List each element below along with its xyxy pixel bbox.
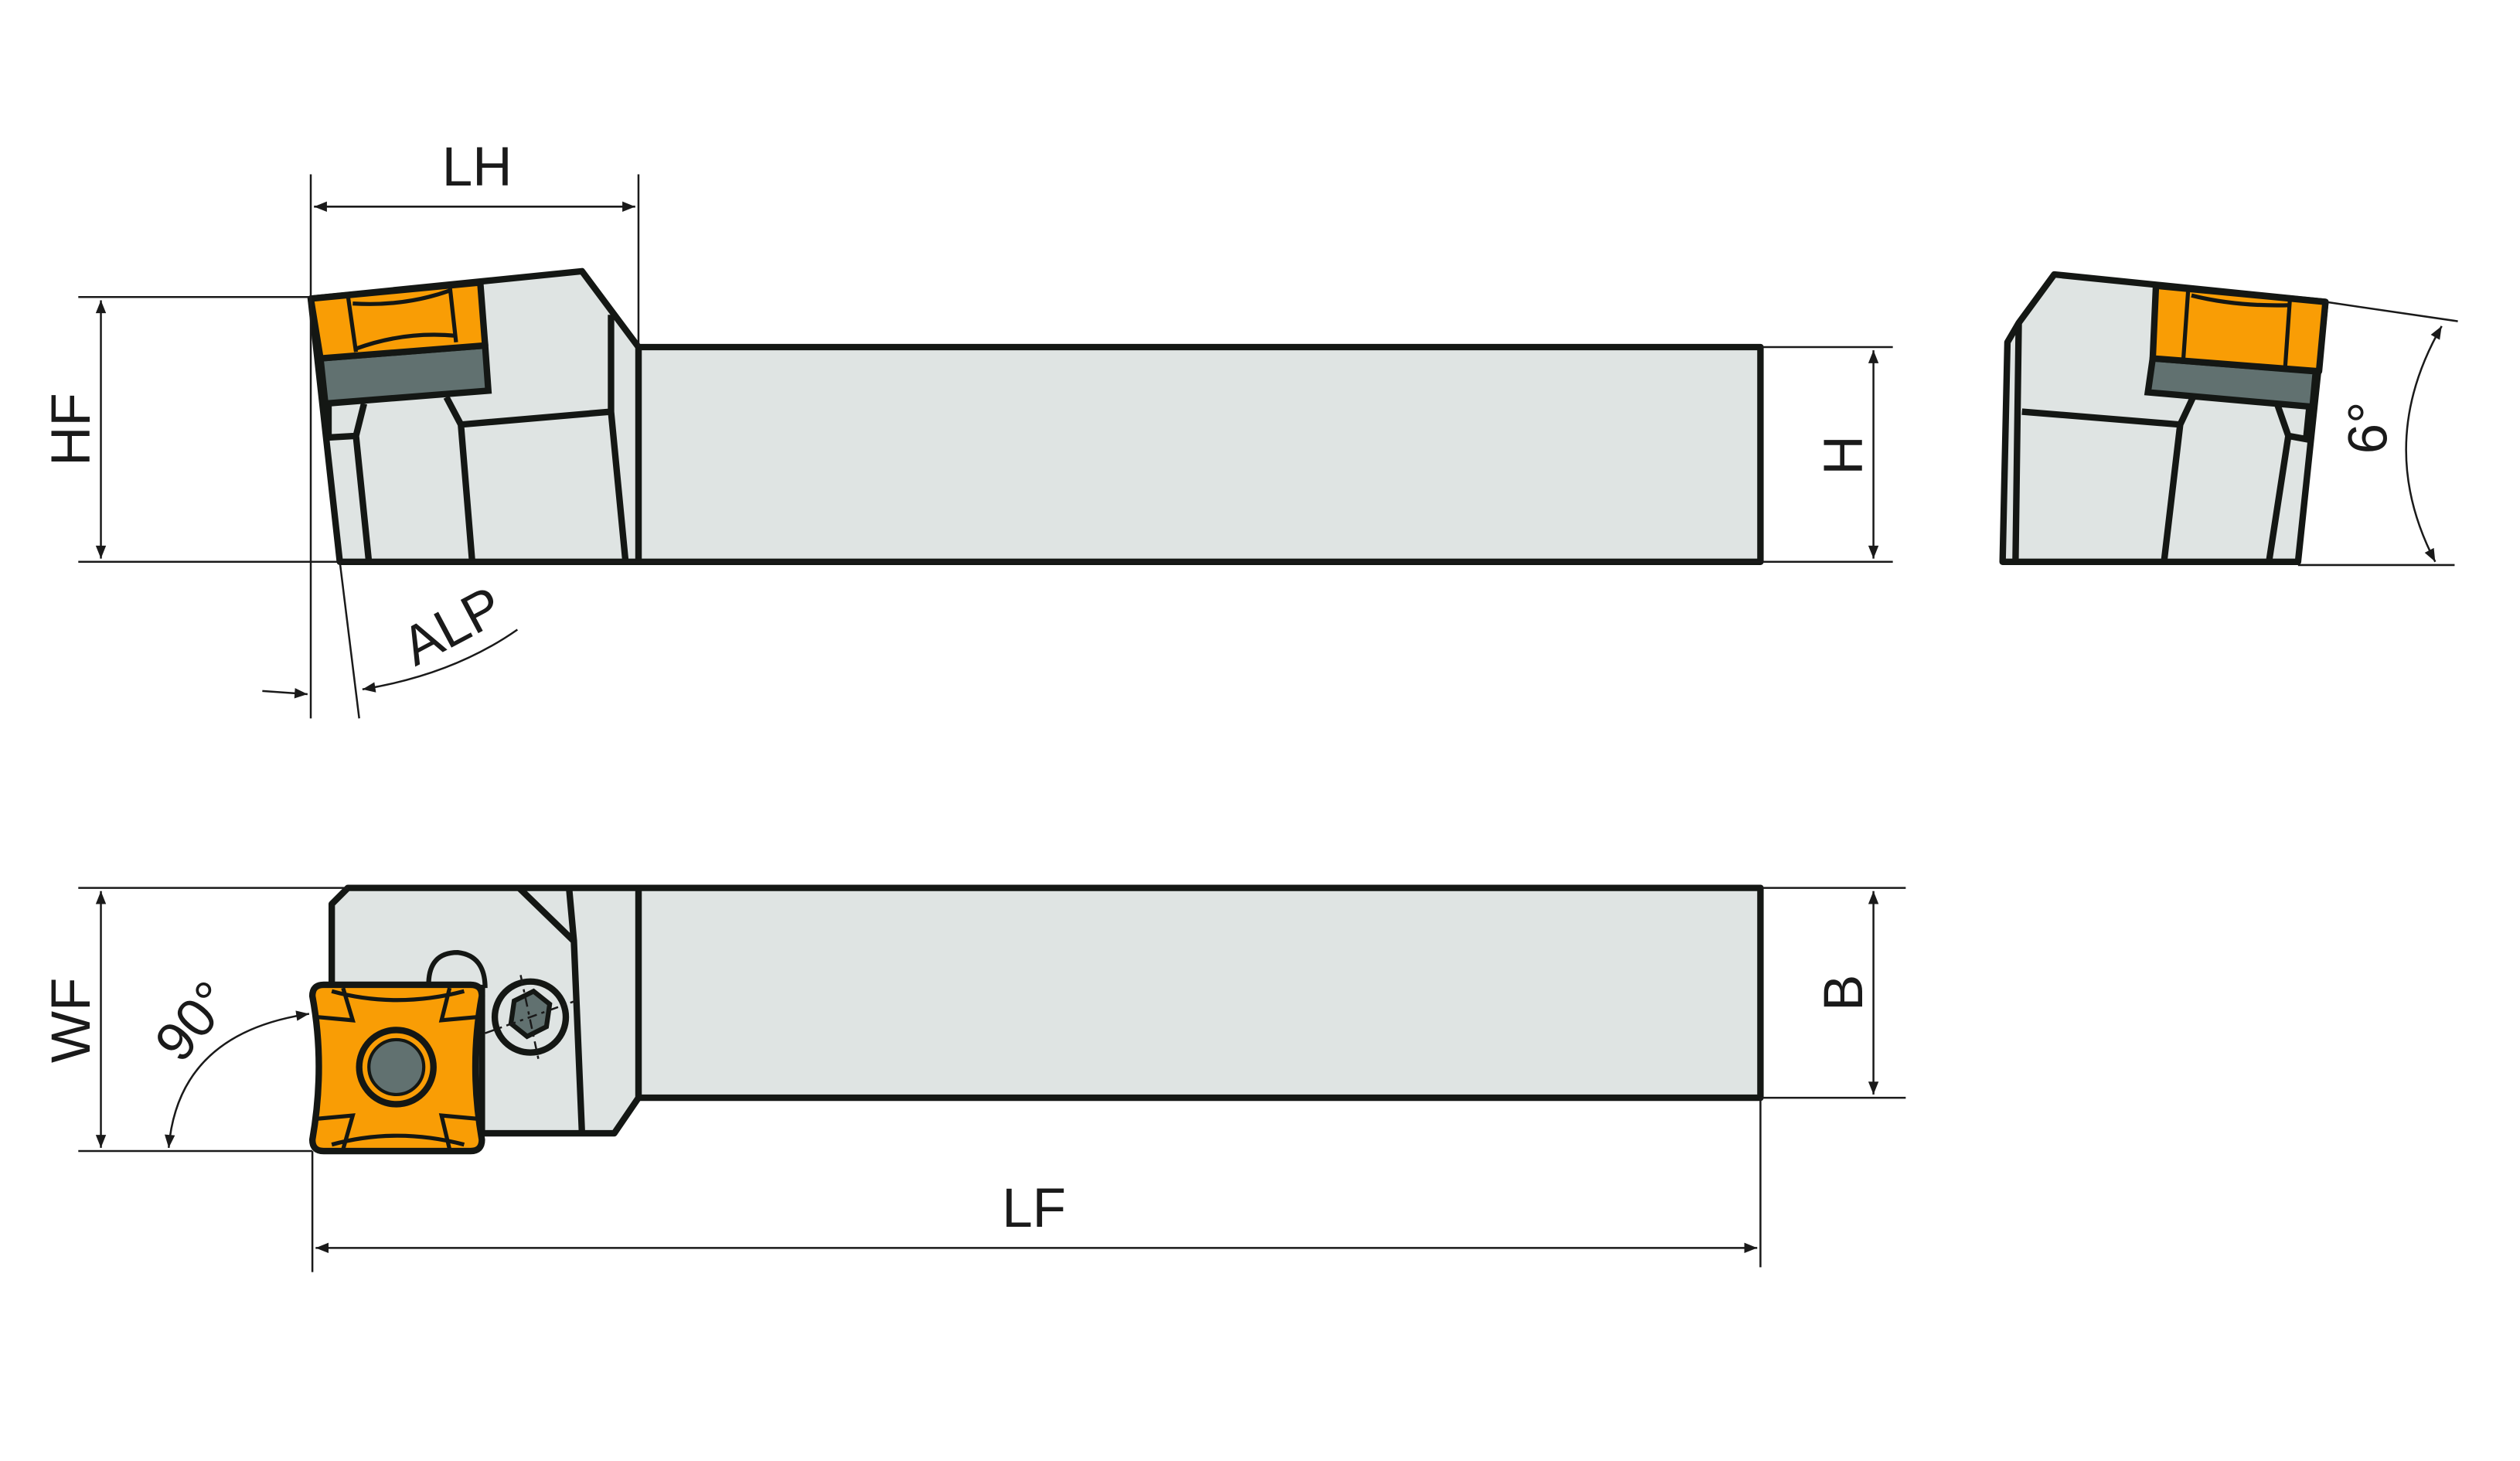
- label-b: B: [1813, 975, 1875, 1011]
- label-lf: LF: [1002, 1178, 1066, 1239]
- label-h: H: [1813, 435, 1875, 475]
- dimensions: LH HF H ALP 6° WF 90° B: [41, 137, 2458, 1272]
- shank-top: [635, 884, 1764, 1102]
- insert-end: [2149, 282, 2329, 375]
- shank-side: [635, 343, 1764, 565]
- label-hf: HF: [41, 393, 102, 466]
- insert-side: [307, 279, 489, 362]
- label-wf: WF: [41, 978, 102, 1063]
- side-view: [307, 267, 1764, 565]
- clamp-screw: [485, 975, 576, 1060]
- label-alp: ALP: [392, 575, 513, 678]
- insert-top: [308, 981, 485, 1155]
- end-view: [1999, 271, 2329, 565]
- top-view: [308, 884, 1764, 1155]
- label-lh: LH: [442, 137, 513, 198]
- label-90-degrees: 90°: [144, 970, 244, 1073]
- label-6-degrees: 6°: [2338, 401, 2399, 454]
